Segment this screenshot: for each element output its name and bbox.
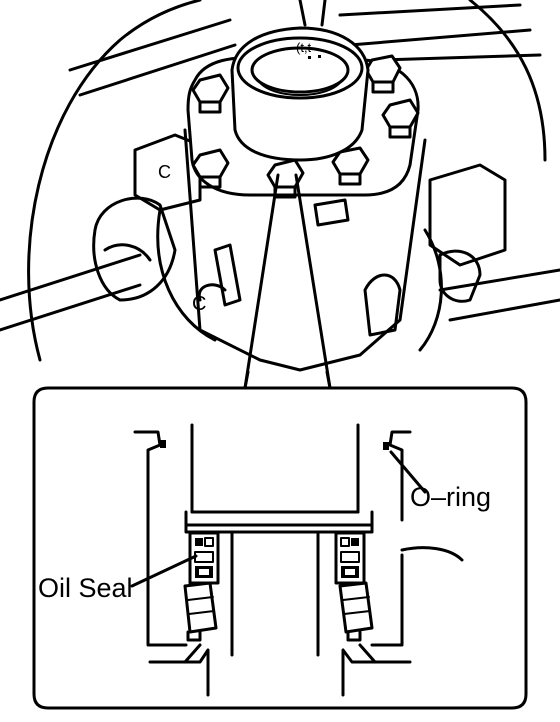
bolt-icon — [191, 73, 230, 114]
rail-lower-right — [438, 268, 560, 292]
bottom-leader-left — [183, 643, 202, 664]
o-ring-right — [383, 442, 389, 450]
housing-lower-curve — [156, 208, 217, 342]
bearing-right — [338, 581, 374, 642]
left-support-fold — [103, 243, 152, 262]
bore-ring-detail — [257, 79, 343, 96]
housing-hook — [197, 283, 227, 302]
inner-shaft — [230, 530, 320, 657]
bolt-icon — [331, 146, 370, 186]
rail-upper-left-2 — [78, 43, 237, 97]
bottom-leader-right — [358, 643, 377, 664]
oil-seal-label: Oil Seal — [38, 573, 133, 603]
inner-shaft-bottom — [148, 648, 412, 697]
outer-housing-arc-right — [468, 0, 547, 162]
left-bracket — [133, 133, 202, 212]
bolt-icon — [381, 98, 420, 139]
o-ring-leader — [389, 450, 427, 494]
o-ring-label: O–ring — [410, 482, 491, 512]
bore-mark: (t,t — [296, 40, 312, 55]
o-ring-left — [160, 440, 166, 448]
upper-assembly: C C — [0, 0, 560, 372]
rail-lower-left-2 — [0, 283, 142, 332]
right-bracket — [428, 163, 507, 267]
top-rod — [298, 0, 327, 27]
bearing-bore-inner — [250, 46, 350, 94]
callout-leader-tips — [243, 370, 332, 390]
detail-frame — [32, 386, 528, 710]
housing-slot-center — [313, 198, 350, 227]
outer-housing-arc — [27, 0, 202, 362]
housing-slot-right — [363, 273, 402, 337]
housing-right-curve — [418, 228, 443, 352]
left-support — [92, 196, 177, 302]
bolt-icon — [191, 148, 230, 189]
callout-leader — [243, 173, 332, 390]
rail-lower-right-2 — [448, 298, 560, 322]
rail-right-2 — [348, 28, 532, 47]
housing-hook-mark: C — [192, 293, 206, 315]
oil-seal-leader — [130, 554, 198, 588]
left-bracket-mark: C — [158, 162, 171, 182]
retainer-cap — [184, 510, 374, 534]
housing-pocket-right — [438, 249, 482, 303]
rail-upper-left — [68, 18, 232, 72]
oil-seal-right — [334, 531, 366, 585]
bore-dots — [308, 55, 321, 59]
rail-lower-left — [0, 253, 142, 302]
housing-left-wall — [133, 430, 188, 647]
detail-callout-box: Oil Seal O–ring — [32, 370, 528, 710]
rail-right-3 — [378, 53, 542, 62]
housing-right-curve-detail — [400, 546, 464, 562]
rail-right — [338, 3, 522, 17]
flange-bolts — [191, 54, 420, 199]
bearing-left — [183, 581, 218, 642]
housing-right-wall — [370, 430, 412, 647]
housing-slot-left — [213, 243, 242, 307]
